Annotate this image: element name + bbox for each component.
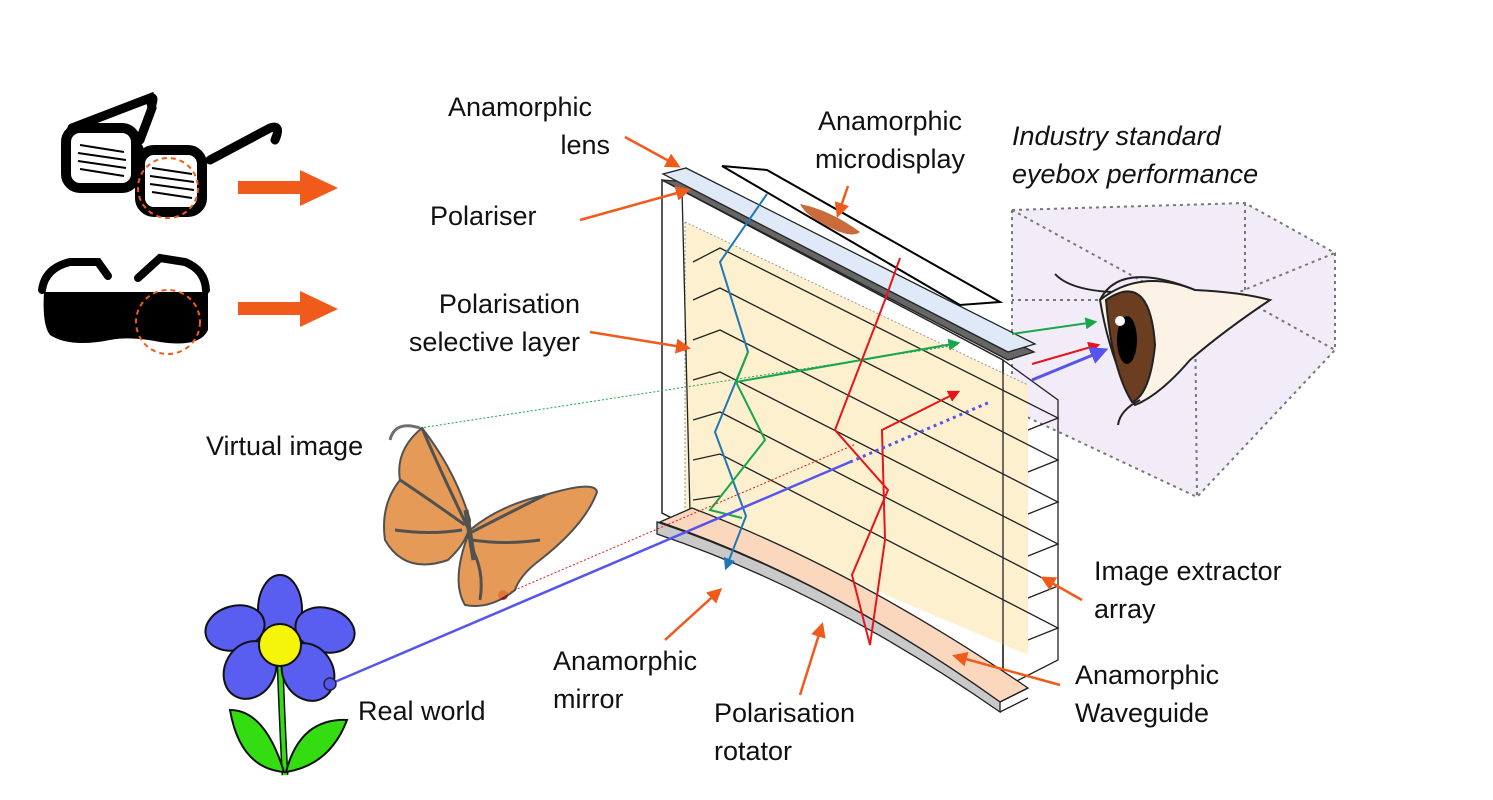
- label-polariser: Polariser: [430, 201, 537, 231]
- anamorphic-microdisplay: [721, 165, 1004, 307]
- glasses-icon: [61, 91, 283, 219]
- label-real-world: Real world: [358, 696, 486, 726]
- label-virtual-image: Virtual image: [206, 431, 364, 461]
- label-eyebox-performance: Industry standard eyebox performance: [1012, 121, 1259, 189]
- anamorphic-mirror: [656, 521, 1029, 714]
- label-image-extractor-array: Image extractor array: [1094, 556, 1282, 624]
- ray-real-world: [329, 347, 1109, 686]
- ray-blue: [713, 193, 768, 571]
- label-anamorphic-microdisplay: Anamorphic microdisplay: [814, 106, 966, 174]
- image-extractor-array: [692, 247, 1060, 641]
- butterfly-icon: [383, 424, 599, 607]
- label-polarisation-rotator: Polarisation rotator: [714, 698, 856, 766]
- label-polarisation-selective-layer: Polarisation selective layer: [408, 289, 580, 357]
- anamorphic-lens: [661, 167, 1037, 353]
- ray-green: [419, 317, 1098, 519]
- flower-icon: [204, 574, 356, 776]
- glasses-arrow: [238, 170, 338, 206]
- goggles-arrow: [238, 291, 338, 327]
- eye-icon: [1054, 273, 1273, 426]
- callout-arrows: [579, 135, 1083, 696]
- goggles-icon: [38, 253, 210, 355]
- label-anamorphic-waveguide: Anamorphic Waveguide: [1075, 660, 1220, 728]
- label-anamorphic-lens: Anamorphic lens: [447, 92, 610, 160]
- label-anamorphic-mirror: Anamorphic mirror: [553, 646, 698, 714]
